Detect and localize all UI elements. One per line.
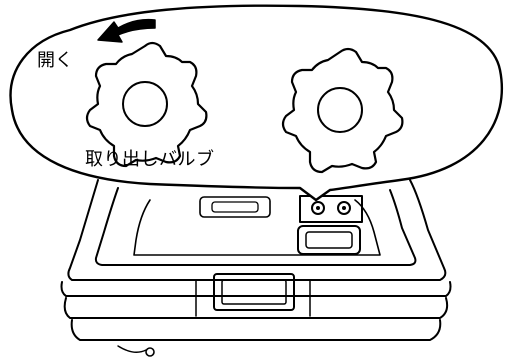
label-outlet-valve: 取り出しバルブ: [85, 149, 215, 170]
right-knob-hub: [317, 87, 363, 133]
left-gear-knob-icon: [85, 41, 208, 168]
rotation-arrow-icon: [97, 18, 156, 43]
device-front-window: [213, 273, 295, 311]
right-gear-knob-icon: [281, 47, 404, 174]
bracket-screw-left: [311, 201, 325, 215]
device-base-band-1: [60, 281, 452, 297]
callout-bubble: [9, 4, 504, 202]
valve-connector: [297, 225, 361, 255]
device-foot-screw: [145, 347, 155, 357]
bracket-screw-right: [337, 201, 351, 215]
label-open: 開く: [37, 50, 73, 71]
device-base-band-3: [70, 319, 442, 341]
valve-bracket: [297, 195, 363, 255]
device-lid-recess: [94, 187, 417, 266]
device-latch: [199, 196, 271, 218]
left-knob-hub: [122, 81, 168, 127]
device-base-band-2: [63, 297, 449, 319]
device-body: [60, 179, 452, 357]
device-tray: [133, 199, 381, 256]
